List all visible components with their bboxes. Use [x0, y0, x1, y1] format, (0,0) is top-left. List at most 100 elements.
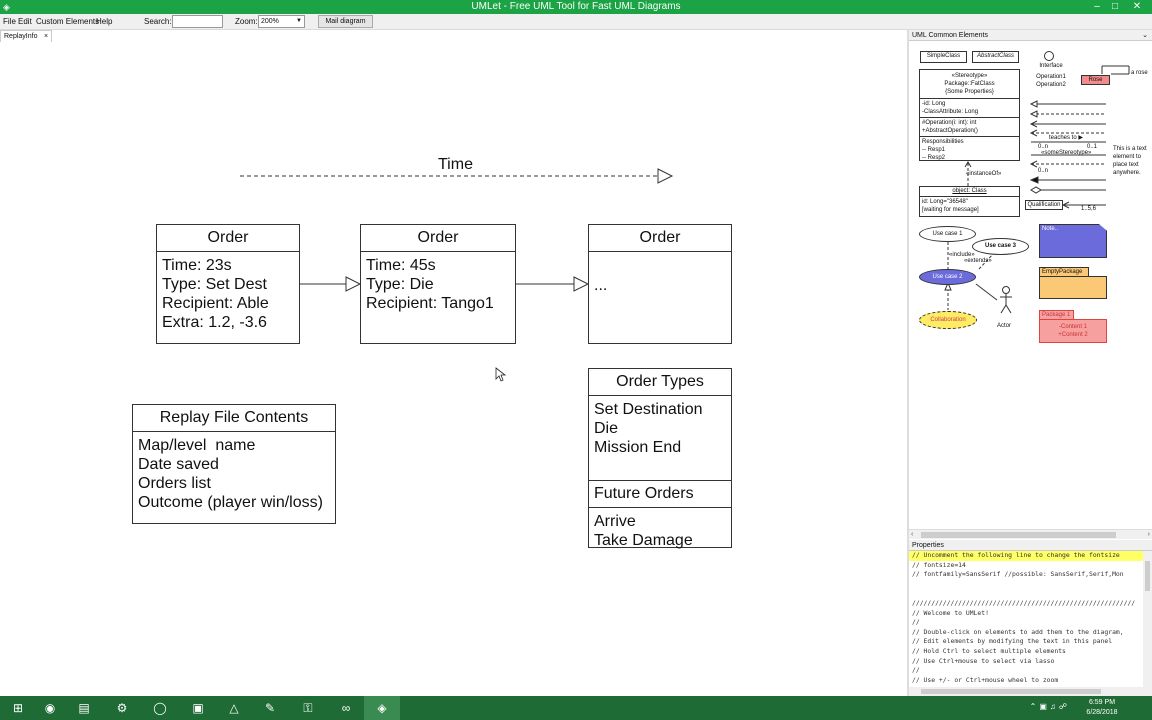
mail-diagram-button[interactable]: Mail diagram	[318, 15, 373, 28]
windows-start-icon[interactable]: ⊞	[12, 701, 24, 715]
scrollbar-thumb[interactable]	[921, 532, 1116, 538]
properties-line: // Hold Ctrl to select multiple elements	[912, 646, 1066, 655]
properties-line: ////////////////////////////////////////…	[912, 598, 1136, 607]
palette-panel[interactable]: SimpleClass AbstractClass Interface Oper…	[909, 41, 1152, 529]
properties-line: // Uncomment the following line to chang…	[909, 551, 1143, 561]
app-icon[interactable]: ▣	[192, 701, 204, 715]
properties-horizontal-scrollbar[interactable]	[909, 687, 1152, 696]
scrollbar-thumb[interactable]	[1145, 561, 1150, 591]
palette-interface-ops: Operation1 Operation2	[1036, 74, 1066, 88]
unity-icon[interactable]: △	[229, 701, 239, 715]
shield-icon[interactable]: ⚿	[303, 701, 313, 715]
order-types-box[interactable]: Order Types Set Destination Die Mission …	[588, 368, 732, 550]
properties-line: // Welcome to UMLet!	[912, 608, 989, 617]
palette-empty-package[interactable]: EmptyPackage	[1039, 267, 1107, 301]
palette-mult-left: 0..n	[1038, 144, 1049, 150]
palette-collaboration[interactable]: Collaboration	[919, 311, 977, 329]
palette-simple-class[interactable]: SimpleClass	[920, 51, 967, 63]
menu-help[interactable]: Help	[96, 17, 113, 26]
palette-abstract-class[interactable]: AbstractClass	[972, 51, 1019, 63]
properties-line	[909, 589, 1143, 599]
order-box-2[interactable]: Order Time: 45s Type: Die Recipient: Tan…	[360, 224, 516, 344]
order-box-body: Time: 23s Type: Set Dest Recipient: Able…	[162, 257, 269, 331]
file-explorer-icon[interactable]: ▤	[78, 701, 90, 715]
zoom-select[interactable]: 200% ▼	[258, 15, 305, 28]
close-button[interactable]: ✕	[1132, 1, 1142, 12]
browser-icon[interactable]: ◯	[153, 701, 167, 715]
time-arrowhead	[657, 168, 674, 184]
properties-line: //	[912, 618, 920, 627]
menu-custom-elements[interactable]: Custom Elements	[36, 17, 100, 26]
order-box-3[interactable]: Order ...	[588, 224, 732, 344]
palette-use-case-1[interactable]: Use case 1	[919, 226, 976, 242]
taskbar-clock[interactable]: 6:59 PM 6/28/2018	[1072, 698, 1132, 718]
chevron-down-icon: ⌄	[1142, 32, 1148, 39]
palette-rose[interactable]: Rose	[1081, 75, 1110, 85]
taskbar: ⊞ ◉ ▤ ⚙ ◯ ▣ △ ✎ ⚿ ∞ ◈ ⌃▣♫☍ 6:59 PM 6/28/…	[0, 696, 1152, 720]
replay-box-body: Map/level name Date saved Orders list Ou…	[138, 437, 323, 511]
scroll-right-icon[interactable]: ›	[1147, 531, 1150, 538]
menu-bar: File Edit Custom Elements Help Search: Z…	[0, 14, 1152, 30]
palette-some-stereotype: «someStereotype»	[1041, 150, 1092, 156]
order-box-body: Time: 45s Type: Die Recipient: Tango1	[366, 257, 494, 312]
replay-file-contents-box[interactable]: Replay File Contents Map/level name Date…	[132, 404, 336, 524]
umlet-taskbar-icon[interactable]: ◈	[364, 696, 400, 720]
palette-use-case-2[interactable]: Use case 2	[919, 269, 976, 285]
system-tray-icons[interactable]: ⌃▣♫☍	[1029, 702, 1070, 711]
tab-close-icon[interactable]: ×	[44, 33, 49, 40]
window-title: UMLet - Free UML Tool for Fast UML Diagr…	[471, 1, 681, 12]
chevron-down-icon: ▼	[296, 18, 302, 24]
order-box-title: Order	[361, 225, 515, 252]
properties-editor[interactable]: // Uncomment the following line to chang…	[909, 551, 1143, 687]
replay-box-title: Replay File Contents	[133, 405, 335, 432]
order-link-1-arrowhead	[345, 276, 362, 292]
palette-text-element[interactable]: This is a text element to place text any…	[1113, 146, 1147, 176]
properties-line: // Double-click on elements to add them …	[912, 627, 1124, 636]
steam-icon[interactable]: ⚙	[116, 701, 128, 715]
properties-header: Properties	[909, 540, 1152, 551]
palette-interface-label[interactable]: Interface	[1039, 63, 1063, 69]
properties-vertical-scrollbar[interactable]	[1143, 551, 1152, 687]
palette-selector[interactable]: UML Common Elements ⌄	[909, 30, 1152, 41]
minimize-button[interactable]: –	[1094, 1, 1100, 12]
scrollbar-thumb[interactable]	[921, 689, 1101, 694]
palette-actor[interactable]: Actor	[997, 323, 1012, 329]
order-box-title: Order	[589, 225, 731, 252]
maximize-button[interactable]: □	[1111, 1, 1119, 12]
scroll-left-icon[interactable]: ‹	[911, 531, 914, 538]
tab-replayinfo[interactable]: ReplayInfo ×	[0, 30, 52, 42]
properties-line: // fontfamily=SansSerif //possible: Sans…	[912, 570, 1124, 579]
visual-studio-icon[interactable]: ∞	[341, 701, 351, 715]
properties-line: // fontsize=14	[912, 560, 966, 569]
palette-horizontal-scrollbar[interactable]: ‹ ›	[909, 529, 1152, 539]
order-box-1[interactable]: Order Time: 23s Type: Set Dest Recipient…	[156, 224, 300, 344]
notes-icon[interactable]: ✎	[264, 701, 276, 715]
palette-title: UML Common Elements	[912, 32, 988, 39]
order-types-body: Set Destination Die Mission End	[594, 401, 703, 456]
palette-mult-left2: 0..n	[1038, 168, 1049, 174]
menu-file[interactable]: File	[3, 17, 16, 26]
palette-object[interactable]: object: Class id: Long="36548" [waiting …	[919, 186, 1020, 217]
palette-package-1[interactable]: Package 1 -Content 1 +Content 2	[1039, 310, 1107, 344]
diagram-canvas[interactable]: Time Order Time: 23s Type: Set Dest Reci…	[0, 42, 907, 696]
search-input[interactable]	[172, 15, 223, 28]
palette-note[interactable]: Note..	[1039, 224, 1107, 258]
object-head: object: Class	[920, 187, 1019, 197]
search-label: Search:	[144, 17, 172, 26]
chrome-icon[interactable]: ◉	[44, 701, 56, 715]
mouse-cursor-icon	[495, 367, 507, 382]
interface-circle	[1044, 51, 1054, 61]
properties-line: // Use +/- or Ctrl+mouse wheel to zoom	[912, 675, 1059, 684]
palette-extends: «extends»	[964, 258, 992, 264]
future-orders-title: Future Orders	[589, 480, 731, 507]
panel-divider[interactable]	[907, 30, 909, 696]
properties-line: // Use Ctrl+mouse to select via lasso	[912, 656, 1055, 665]
future-orders-body: Arrive Take Damage	[589, 507, 731, 550]
time-label: Time	[438, 156, 473, 173]
umlet-app-icon[interactable]: ◈	[3, 2, 10, 12]
package1-content: -Content 1 +Content 2	[1039, 319, 1107, 343]
palette-fat-class[interactable]: «Stereotype» Package::FatClass {Some Pro…	[919, 69, 1020, 161]
palette-qualification[interactable]: Qualification	[1025, 200, 1063, 210]
palette-use-case-3[interactable]: Use case 3	[972, 238, 1029, 255]
menu-edit[interactable]: Edit	[18, 17, 32, 26]
